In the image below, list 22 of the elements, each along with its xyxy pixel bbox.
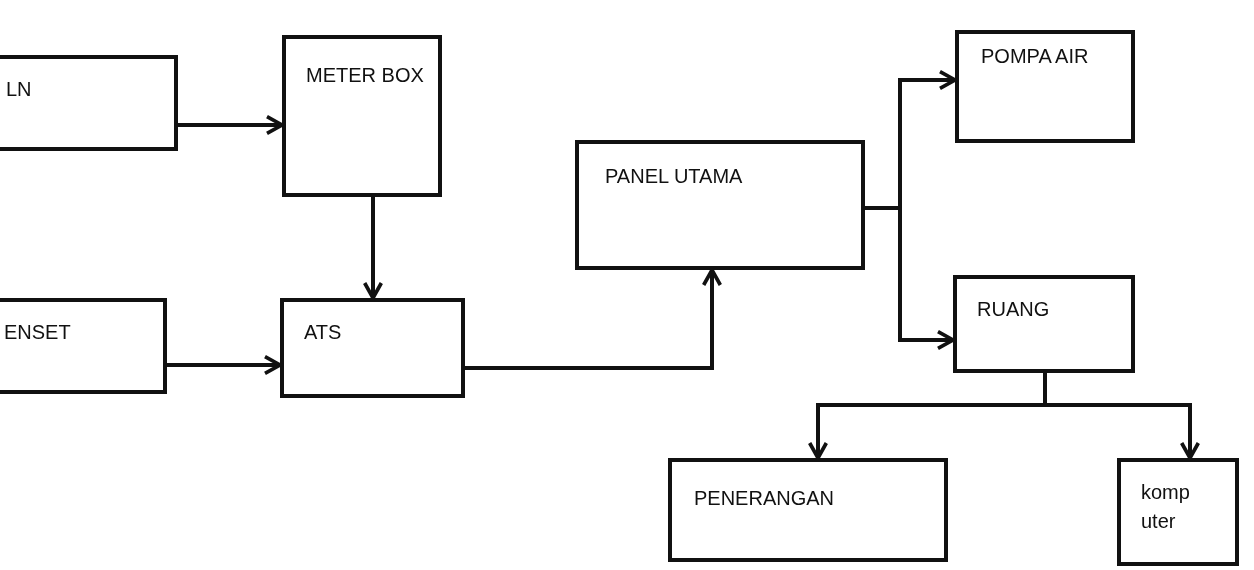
box-label: komp uter — [1141, 480, 1191, 534]
box-label: METER BOX — [306, 63, 425, 88]
process-box — [955, 30, 1135, 143]
process-box — [282, 35, 442, 197]
process-box — [575, 140, 865, 270]
box-label: ENSET — [4, 320, 72, 345]
process-box — [668, 458, 948, 562]
process-box — [953, 275, 1135, 373]
box-label: RUANG — [977, 297, 1051, 322]
box-label: PANEL UTAMA — [605, 164, 744, 189]
arrow — [362, 197, 384, 300]
process-box — [0, 55, 178, 151]
process-box — [0, 298, 167, 394]
box-label: ATS — [304, 320, 343, 345]
arrow — [167, 354, 282, 376]
arrow — [178, 114, 284, 136]
box-label: POMPA AIR — [981, 44, 1090, 69]
box-label: PENERANGAN — [694, 486, 836, 511]
process-box — [280, 298, 465, 398]
process-box — [1117, 458, 1239, 566]
arrow — [465, 268, 723, 370]
box-label: LN — [6, 77, 33, 102]
